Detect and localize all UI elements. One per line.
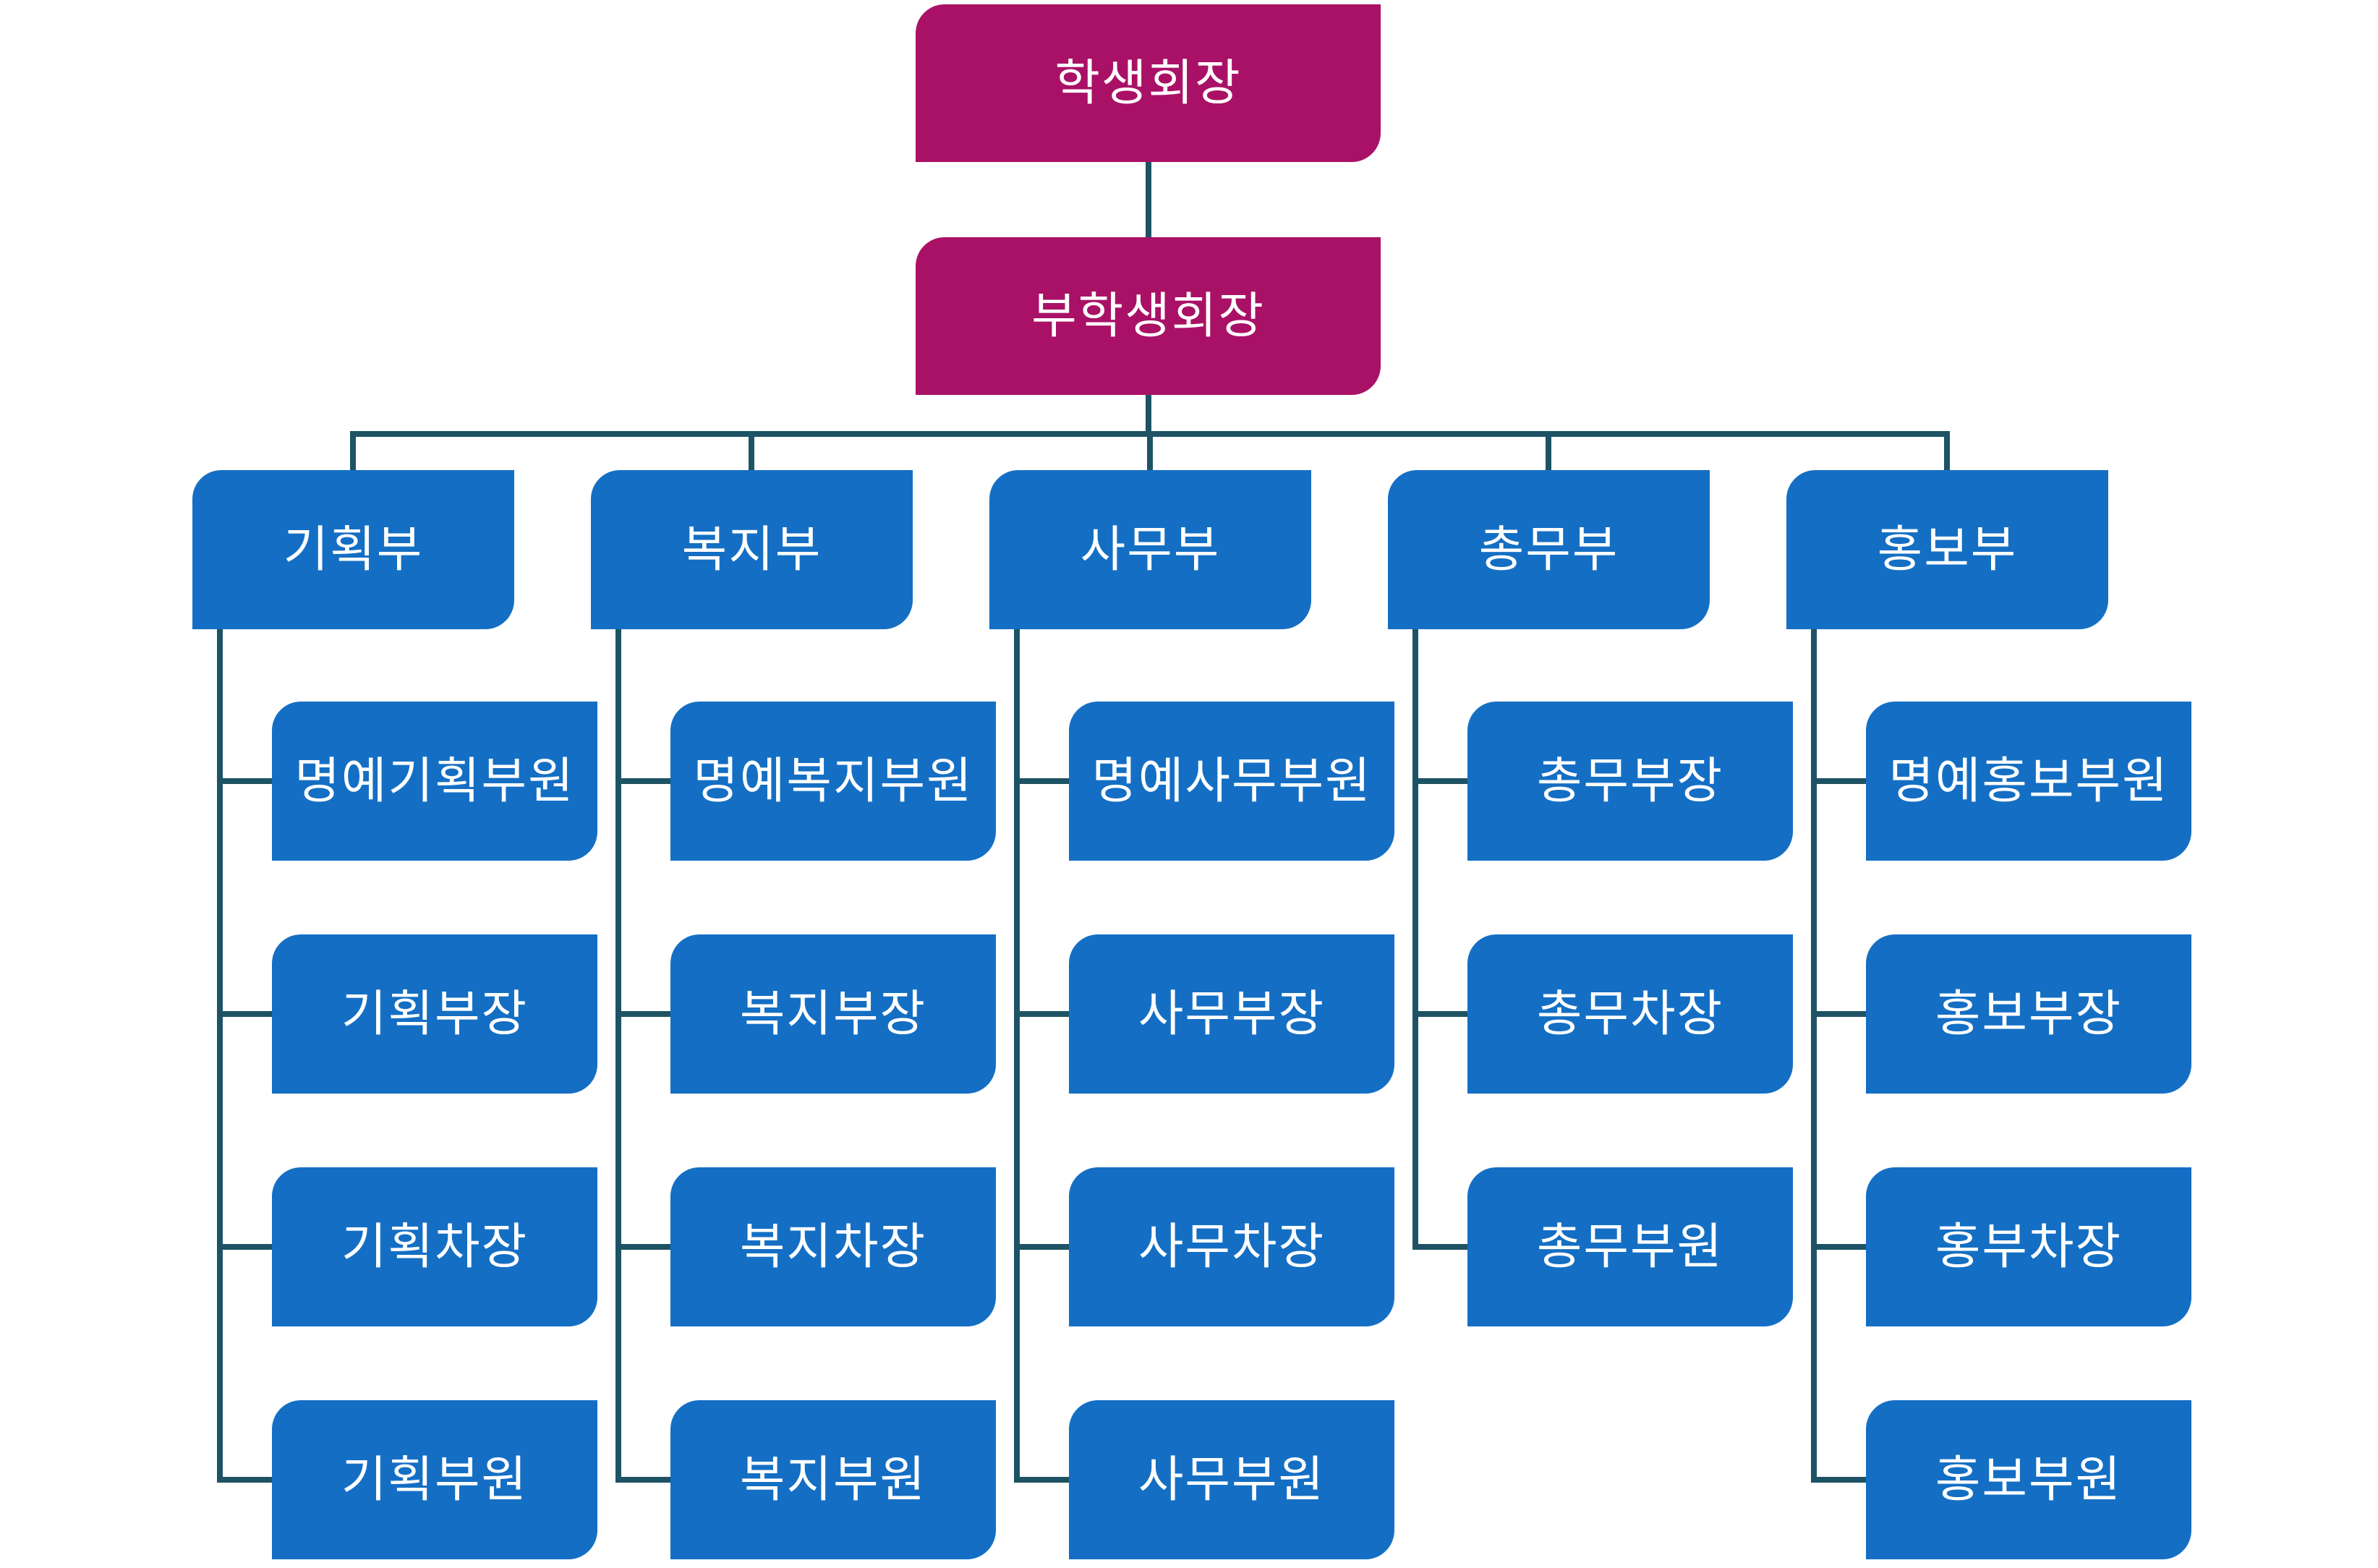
connector-stub — [1817, 778, 1866, 784]
connector-hang-dept-4 — [1412, 629, 1418, 1250]
node-label: 명예기획부원 — [294, 754, 575, 809]
connector-stub — [1817, 1011, 1866, 1017]
node-label: 기획부원 — [341, 1452, 529, 1507]
node-label: 명예사무부원 — [1091, 754, 1372, 809]
node-dept-1-child-3[interactable]: 기획차장 — [272, 1167, 597, 1326]
node-dept-3[interactable]: 사무부 — [989, 470, 1311, 629]
node-dept-4-child-1[interactable]: 총무부장 — [1467, 702, 1793, 861]
node-dept-3-label: 사무부 — [1080, 522, 1221, 577]
connector-stub — [1020, 1244, 1069, 1250]
connector-stub — [1418, 778, 1467, 784]
node-dept-4[interactable]: 총무부 — [1388, 470, 1710, 629]
connector-stub — [1817, 1244, 1866, 1250]
node-label: 홍보부장 — [1935, 987, 2123, 1041]
connector-stub — [621, 778, 670, 784]
node-dept-3-child-4[interactable]: 사무부원 — [1069, 1400, 1394, 1559]
connector-stub — [621, 1244, 670, 1250]
node-president-label: 학생회장 — [1054, 56, 1242, 111]
node-dept-4-label: 총무부 — [1478, 522, 1619, 577]
node-dept-1[interactable]: 기획부 — [192, 470, 514, 629]
connector-stub — [223, 1244, 272, 1250]
node-dept-3-child-3[interactable]: 사무차장 — [1069, 1167, 1394, 1326]
node-label: 기획부장 — [341, 987, 529, 1041]
node-label: 복지부원 — [739, 1452, 927, 1507]
connector-hang-dept-2 — [615, 629, 621, 1483]
node-dept-2-label: 복지부 — [681, 522, 822, 577]
node-label: 명예홍보부원 — [1888, 754, 2169, 809]
node-dept-2-child-2[interactable]: 복지부장 — [670, 934, 996, 1094]
node-label: 홍보부원 — [1935, 1452, 2123, 1507]
node-dept-2[interactable]: 복지부 — [591, 470, 913, 629]
node-dept-2-child-3[interactable]: 복지차장 — [670, 1167, 996, 1326]
connector-bus-dept-5 — [1944, 437, 1950, 470]
connector-president-vice — [1146, 162, 1151, 237]
node-label: 사무부장 — [1138, 987, 1326, 1041]
node-vice-president-label: 부학생회장 — [1031, 289, 1265, 344]
node-dept-1-child-2[interactable]: 기획부장 — [272, 934, 597, 1094]
connector-stub — [1418, 1244, 1467, 1250]
connector-stub — [1418, 1011, 1467, 1017]
node-label: 사무부원 — [1138, 1452, 1326, 1507]
node-label: 복지부장 — [739, 987, 927, 1041]
node-dept-5-child-3[interactable]: 홍부차장 — [1866, 1167, 2191, 1326]
connector-stub — [1817, 1477, 1866, 1483]
node-label: 홍부차장 — [1935, 1219, 2123, 1274]
node-dept-2-child-1[interactable]: 명예복지부원 — [670, 702, 996, 861]
node-dept-1-label: 기획부 — [283, 522, 424, 577]
node-label: 총무차장 — [1536, 987, 1724, 1041]
connector-hang-dept-3 — [1014, 629, 1020, 1483]
node-dept-5-child-1[interactable]: 명예홍보부원 — [1866, 702, 2191, 861]
node-dept-4-child-3[interactable]: 총무부원 — [1467, 1167, 1793, 1326]
connector-stub — [223, 1011, 272, 1017]
connector-stub — [223, 1477, 272, 1483]
connector-bus-dept-2 — [749, 437, 754, 470]
connector-stub — [223, 778, 272, 784]
node-president[interactable]: 학생회장 — [916, 4, 1381, 162]
connector-bus-dept-3 — [1147, 437, 1153, 470]
node-label: 총무부장 — [1536, 754, 1724, 809]
connector-vice-bus — [1146, 395, 1151, 431]
node-dept-3-child-2[interactable]: 사무부장 — [1069, 934, 1394, 1094]
connector-stub — [1020, 1477, 1069, 1483]
node-vice-president[interactable]: 부학생회장 — [916, 237, 1381, 395]
node-dept-3-child-1[interactable]: 명예사무부원 — [1069, 702, 1394, 861]
node-label: 사무차장 — [1138, 1219, 1326, 1274]
node-label: 총무부원 — [1536, 1219, 1724, 1274]
node-dept-4-child-2[interactable]: 총무차장 — [1467, 934, 1793, 1094]
connector-hang-dept-1 — [217, 629, 223, 1483]
node-dept-5-label: 홍보부 — [1877, 522, 2018, 577]
node-label: 명예복지부원 — [693, 754, 973, 809]
node-dept-5[interactable]: 홍보부 — [1786, 470, 2108, 629]
connector-bus-dept-1 — [350, 437, 356, 470]
node-dept-1-child-1[interactable]: 명예기획부원 — [272, 702, 597, 861]
connector-stub — [621, 1011, 670, 1017]
connector-bus — [350, 431, 1950, 437]
node-label: 복지차장 — [739, 1219, 927, 1274]
node-dept-1-child-4[interactable]: 기획부원 — [272, 1400, 597, 1559]
connector-hang-dept-5 — [1811, 629, 1817, 1483]
node-dept-2-child-4[interactable]: 복지부원 — [670, 1400, 996, 1559]
node-dept-5-child-2[interactable]: 홍보부장 — [1866, 934, 2191, 1094]
connector-stub — [1020, 778, 1069, 784]
connector-bus-dept-4 — [1546, 437, 1551, 470]
node-dept-5-child-4[interactable]: 홍보부원 — [1866, 1400, 2191, 1559]
connector-stub — [621, 1477, 670, 1483]
node-label: 기획차장 — [341, 1219, 529, 1274]
connector-stub — [1020, 1011, 1069, 1017]
